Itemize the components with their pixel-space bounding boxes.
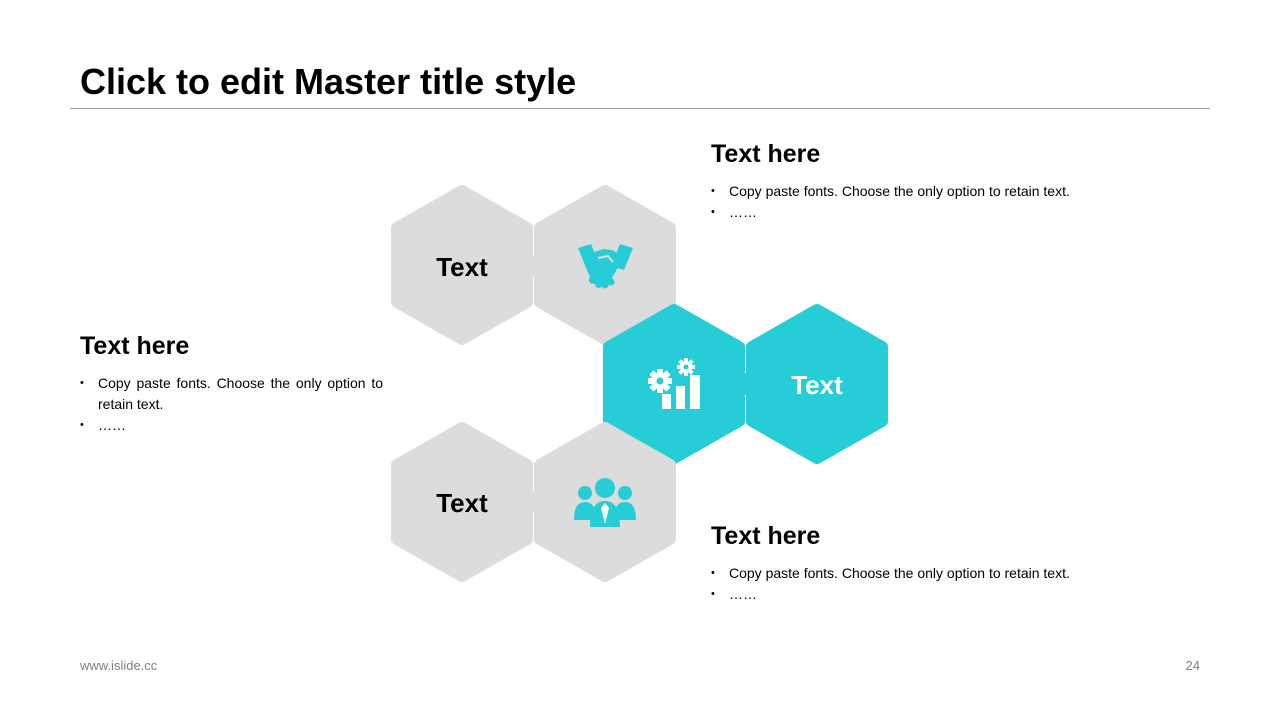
block-bottom-heading: Text here xyxy=(711,522,821,550)
block-left-bullet: …… xyxy=(80,415,383,436)
hex-middle-text xyxy=(746,304,888,464)
handshake-icon xyxy=(578,244,633,289)
block-top-bullet: …… xyxy=(711,202,1141,223)
text-block-bottom: Text here Copy paste fonts. Choose the o… xyxy=(711,521,1141,605)
block-top-bullets: Copy paste fonts. Choose the only option… xyxy=(711,181,1141,223)
gears-chart-icon xyxy=(648,358,700,409)
footer-url: www.islide.cc xyxy=(80,658,158,673)
block-bottom-bullets: Copy paste fonts. Choose the only option… xyxy=(711,563,1141,605)
team-icon xyxy=(574,478,636,527)
page-number: 24 xyxy=(1185,658,1200,673)
hex-middle-icon xyxy=(603,304,745,464)
hex-middle-label: Text xyxy=(791,370,843,400)
hex-bottom-text xyxy=(391,422,533,582)
block-top-heading: Text here xyxy=(711,140,821,168)
title-divider xyxy=(70,108,1210,109)
hex-top-label: Text xyxy=(436,252,488,282)
slide-title: Click to edit Master title style xyxy=(80,61,577,102)
block-left-bullet: Copy paste fonts. Choose the only option… xyxy=(80,373,383,415)
block-bottom-bullet: …… xyxy=(711,584,1141,605)
hex-bottom-label: Text xyxy=(436,488,488,518)
block-top-bullet: Copy paste fonts. Choose the only option… xyxy=(711,181,1141,202)
text-block-top: Text here Copy paste fonts. Choose the o… xyxy=(711,139,1141,223)
hex-top-text xyxy=(391,185,533,345)
block-left-heading: Text here xyxy=(80,332,190,360)
text-block-left: Text here Copy paste fonts. Choose the o… xyxy=(80,331,383,436)
block-bottom-bullet: Copy paste fonts. Choose the only option… xyxy=(711,563,1141,584)
block-left-bullets: Copy paste fonts. Choose the only option… xyxy=(80,373,383,436)
